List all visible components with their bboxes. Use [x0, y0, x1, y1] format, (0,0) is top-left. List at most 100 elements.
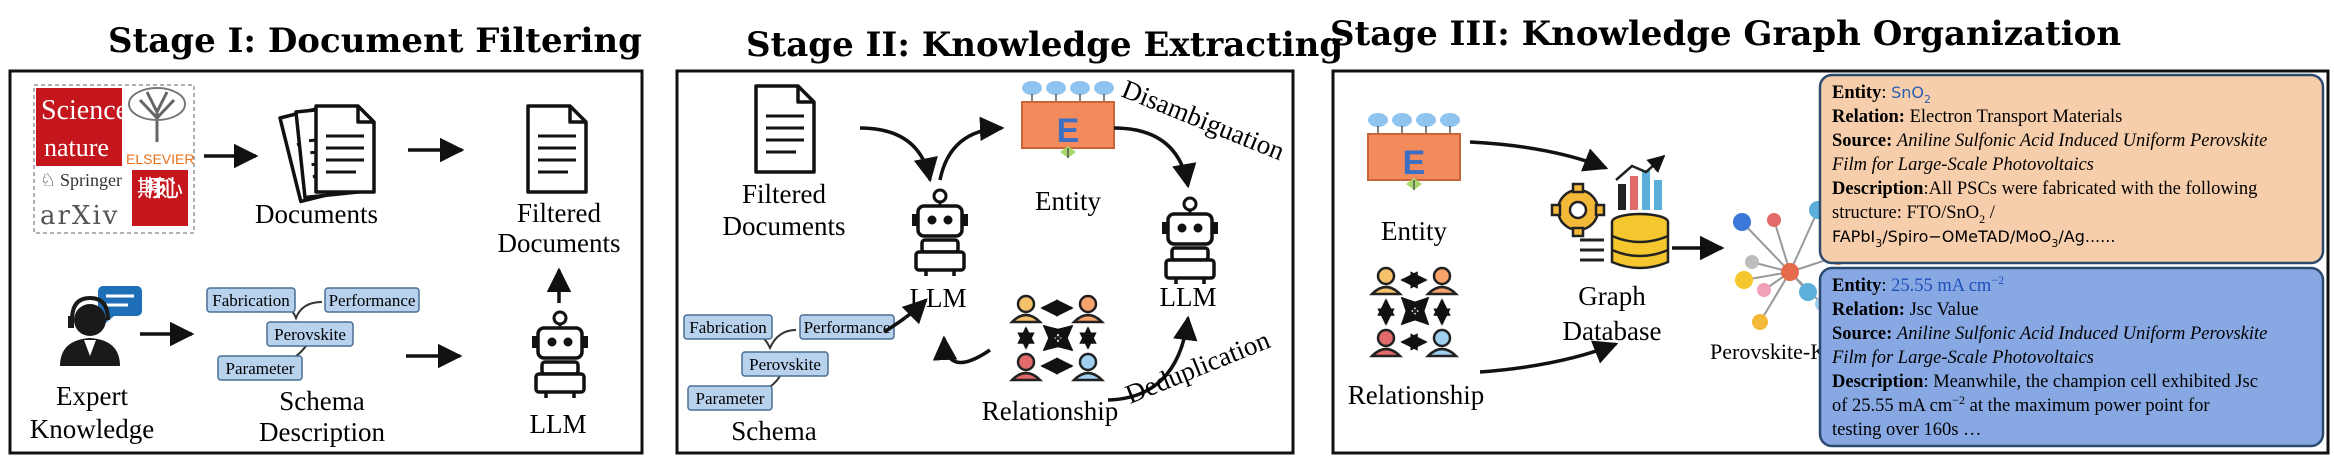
schema-box-parameter [217, 355, 303, 381]
card2-source-line1: Aniline Sulfonic Acid Induced Uniform Pe… [1895, 324, 2267, 344]
stage2-schema-box-fabrication-label: Fabrication [689, 318, 767, 337]
card1-description-line2: structure: FTO/SnO [1832, 203, 1979, 223]
elsevier-tree-icon [138, 91, 176, 142]
stage2-schema-box-perovskite [741, 351, 829, 377]
expert-label-2: Knowledge [30, 414, 154, 444]
card1-entity-value-sub: 2 [1924, 93, 1931, 106]
stage1-panel [8, 69, 644, 455]
stage1-schema-tree: Fabrication Performance Perovskite Param… [206, 287, 420, 381]
card2-relation-key: Relation: [1832, 300, 1905, 320]
deduplication-label: Deduplication [1121, 324, 1275, 409]
svg-text:Entity: 25.55 mA cm−2: Entity: 25.55 mA cm−2 [1832, 273, 2004, 296]
card1-source-line2: Film for Large-Scale Photovoltaics [1831, 155, 2094, 175]
svg-text:Relation: Electron Transport M: Relation: Electron Transport Materials [1832, 107, 2122, 127]
expert-label-1: Expert [56, 381, 128, 411]
stage2-entity-letter: E [1057, 112, 1080, 150]
card2-entity-value-sup: −2 [1991, 273, 2004, 287]
svg-text:Source: Aniline Sulfonic Acid: Source: Aniline Sulfonic Acid Induced Un… [1832, 324, 2267, 344]
disambiguation-label: Disambiguation [1118, 74, 1290, 167]
card1-description-key: Description [1832, 179, 1924, 199]
card1-description-line3-tail: /Ag...... [2058, 227, 2115, 246]
card1-description-line3: FAPbI [1832, 227, 1875, 246]
card1-description-line1: All PSCs were fabricated with the follow… [1929, 179, 2258, 199]
springer-icon: ♘ [40, 170, 56, 191]
card1-entity-value: SnO [1891, 83, 1924, 102]
schema-box-parameter-label: Parameter [226, 359, 295, 378]
card1-description-line3-mid: /Spiro−OMeTAD/MoO [1882, 227, 2051, 246]
card2-source-line2: Film for Large-Scale Photovoltaics [1831, 348, 2094, 368]
entity-card-sno2 [1818, 73, 2325, 265]
schema-box-performance-label: Performance [329, 291, 416, 310]
card2-entity-value: 25.55 mA cm [1891, 276, 1992, 296]
stage2-schema-box-perovskite-label: Perovskite [749, 355, 821, 374]
stage2-filtered-label-1: Filtered [742, 179, 826, 209]
card1-relation-value: Electron Transport Materials [1910, 107, 2123, 127]
schema-box-perovskite-label: Perovskite [274, 325, 346, 344]
stage2-filtered-label-2: Documents [723, 211, 846, 241]
springer-logo: Springer [60, 170, 122, 190]
stage1-filtered-label-1: Filtered [517, 198, 601, 228]
entity-card-sno2-text: Entity: SnO2 Relation: Electron Transpor… [1831, 83, 2267, 250]
card2-source-key: Source: [1832, 324, 1892, 344]
card2-description-line3: testing over 160s … [1832, 420, 1982, 440]
stage1-filtered-label-2: Documents [498, 228, 621, 258]
nature-logo: nature [44, 133, 109, 162]
documents-stack-icon [278, 102, 376, 204]
stage2-schema-box-parameter-label: Parameter [696, 389, 765, 408]
card2-description-line2: of 25.55 mA cm [1832, 396, 1953, 416]
schema-description-label-2: Description [259, 417, 385, 447]
graph-database-label-2: Database [1563, 316, 1662, 346]
card1-description-line3-sub1: 3 [1875, 237, 1882, 250]
science-logo: Science [41, 95, 128, 126]
stage2-robot-right-icon [1160, 196, 1220, 286]
svg-text:Entity: SnO2: Entity: SnO2 [1832, 83, 1931, 106]
stage2-schema-box-fabrication [683, 314, 773, 340]
stage2-robot-left-icon [910, 188, 970, 278]
stage2-schema-label: Schema [731, 416, 816, 446]
schema-box-fabrication [206, 287, 296, 313]
stage1-llm-label: LLM [530, 409, 587, 439]
schema-box-perovskite [266, 321, 354, 347]
svg-text:of 25.55 mA cm−2 at the maximu: of 25.55 mA cm−2 at the maximum power po… [1832, 393, 2210, 416]
stage3-entity-letter: E [1403, 144, 1426, 182]
stage3-panel [1331, 69, 2330, 455]
svg-text:Source: Aniline Sulfonic Acid: Source: Aniline Sulfonic Acid Induced Un… [1832, 131, 2267, 151]
card2-entity-key: Entity [1832, 276, 1882, 296]
publisher-logos: Science nature ELSEVIER ♘ Springer arXiv… [33, 84, 195, 234]
cn-journal-logo: 期核刊心 [137, 176, 183, 202]
stage2-llm-right-label: LLM [1160, 282, 1217, 312]
stage2-schema-box-parameter [687, 385, 773, 411]
stage1-title: Stage I: Document Filtering [108, 21, 642, 61]
stage3-relationship-icon [1368, 266, 1460, 358]
arxiv-logo: arXiv [40, 201, 119, 231]
elsevier-logo: ELSEVIER [126, 151, 194, 167]
stage2-entity-label: Entity [1035, 186, 1101, 216]
stage2-relationship-label: Relationship [982, 396, 1119, 426]
stage2-schema-tree: Fabrication Performance Perovskite Param… [683, 314, 895, 411]
entity-card-jsc-text: Entity: 25.55 mA cm−2 Relation: Jsc Valu… [1831, 273, 2267, 440]
card2-description-line2-tail: at the maximum power point for [1965, 396, 2210, 416]
stage3-relationship-label: Relationship [1348, 380, 1485, 410]
card1-relation-key: Relation: [1832, 107, 1905, 127]
svg-text:Description: Meanwhile, the c: Description: Meanwhile, the champion cel… [1832, 372, 2258, 392]
card2-description-line1: Meanwhile, the champion cell exhibited J… [1933, 372, 2258, 392]
graph-database-label-1: Graph [1578, 281, 1646, 311]
filtered-document-icon [526, 104, 588, 194]
svg-text:Description:All PSCs were fabr: Description:All PSCs were fabricated wit… [1832, 179, 2257, 199]
stage3-title: Stage III: Knowledge Graph Organization [1330, 14, 2121, 54]
card2-description-key: Description [1832, 372, 1924, 392]
card1-entity-key: Entity [1832, 83, 1882, 103]
stage1-documents-label: Documents [255, 199, 378, 229]
card1-source-key: Source: [1832, 131, 1892, 151]
svg-text:structure: FTO/SnO2 /: structure: FTO/SnO2 / [1832, 203, 1996, 226]
card2-description-line2-sup: −2 [1952, 393, 1965, 407]
stage1-robot-icon [530, 310, 590, 400]
card1-source-line1: Aniline Sulfonic Acid Induced Uniform Pe… [1895, 131, 2267, 151]
svg-text:FAPbI3/Spiro−OMeTAD/MoO3/Ag...: FAPbI3/Spiro−OMeTAD/MoO3/Ag...... [1832, 227, 2115, 250]
schema-description-label-1: Schema [279, 386, 364, 416]
stage2-schema-box-performance-label: Performance [804, 318, 891, 337]
card1-description-line2-tail: / [1985, 203, 1996, 223]
stage2-relationship-icon [1008, 294, 1106, 382]
stage2-filtered-document-icon [754, 84, 816, 174]
